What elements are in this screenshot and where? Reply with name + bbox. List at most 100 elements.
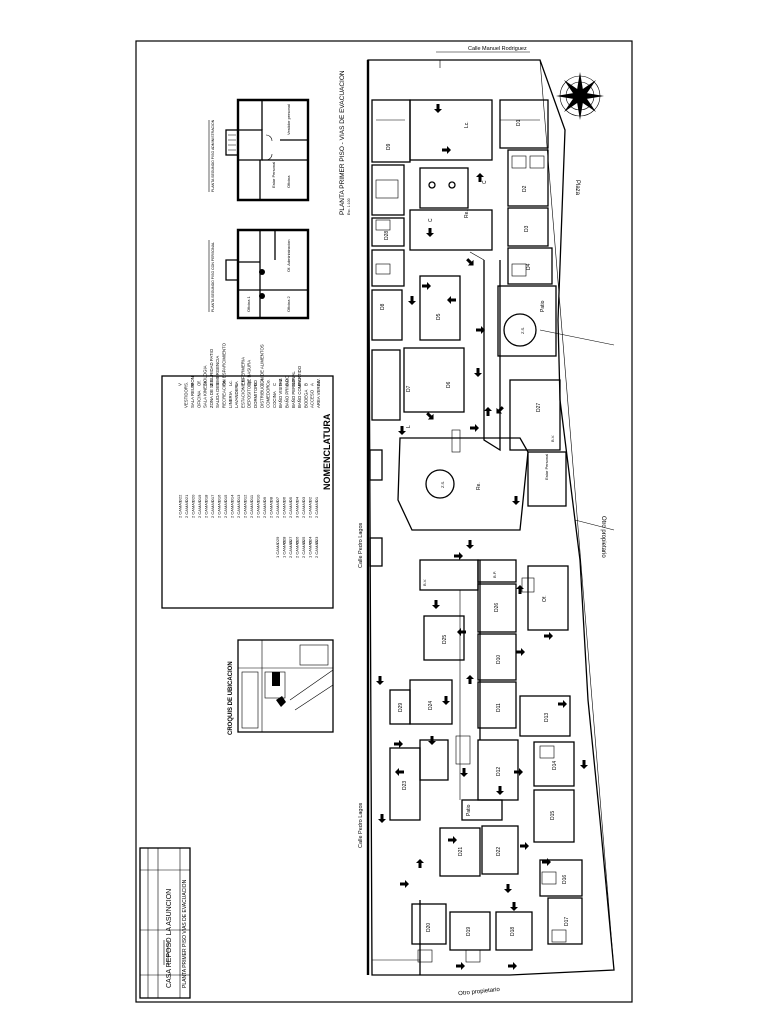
nomenclature-beds-a-16: 2 CAMAS: [210, 500, 215, 518]
nomenclature-table: NOMENCLATURA A.V.ABB.C.B.P.B.P.B.V.CCo.C…: [161, 342, 334, 609]
mini-plan-staff-caption: PLANTA SEGUNDO PISO CON PERSONAL: [211, 242, 215, 312]
nomenclature-code-5: B.P.: [285, 378, 290, 386]
evacuation-arrow-icon: [398, 426, 406, 435]
evacuation-arrow-icon: [442, 696, 450, 705]
nomenclature-room-b-6: D29: [275, 536, 280, 544]
nomenclature-room-a-16: D17: [210, 494, 215, 502]
evacuation-arrow-icon: [514, 768, 523, 776]
room-label-re1: Re.: [464, 210, 470, 218]
room-label-d15: D15: [550, 811, 556, 820]
neighbor-right-label: Otro propietario: [600, 516, 606, 558]
evacuation-arrow-icon: [454, 552, 463, 560]
evacuation-arrow-icon: [496, 406, 504, 414]
room-label-d2: D2: [522, 185, 528, 192]
nomenclature-meaning-2: BODEGA: [303, 389, 308, 408]
room-label-bv-lower: B.V.: [422, 579, 427, 586]
mini-plan-staff: Of. Administracion Oficina 2 Oficina 1 P…: [208, 228, 310, 320]
room-label-d11: D11: [496, 703, 502, 712]
nomenclature-meaning-1: ACCESO: [310, 389, 315, 408]
evacuation-arrow-icon: [376, 676, 384, 685]
evacuation-arrow-icon: [466, 540, 474, 549]
room-label-d1: D1: [516, 119, 522, 126]
nomenclature-room-a-19: D20: [191, 494, 196, 502]
evacuation-arrow-icon: [496, 786, 504, 795]
evacuation-arrow-icon: [434, 104, 442, 113]
nomenclature-meaning-7: COCINA: [272, 391, 277, 408]
plan-scale-note: Esc. 1:100: [347, 198, 351, 215]
nomenclature-room-b-3: D26: [295, 536, 300, 544]
nomenclature-room-a-1: D2: [308, 496, 313, 502]
room-label-bv: B.V.: [550, 435, 555, 442]
nomenclature-meaning-14: LINERIA: [228, 391, 233, 408]
nomenclature-code-10: D: [253, 383, 258, 386]
nomenclature-code-3: B.C.: [297, 378, 302, 386]
evacuation-arrow-icon: [504, 884, 512, 893]
nomenclature-beds-a-21: 2 CAMAS: [178, 500, 183, 518]
room-label-d29: D29: [398, 703, 404, 712]
mini-plan-staff-label-1: Of. Administracion: [286, 240, 291, 272]
evacuation-arrow-icon: [426, 412, 434, 420]
room-label-d6: D6: [446, 381, 452, 388]
nomenclature-beds-a-10: 2 CAMAS: [249, 500, 254, 518]
nomenclature-meaning-3: BAÑO COMPARTIDO: [297, 365, 302, 408]
evacuation-arrow-icon: [466, 258, 474, 266]
mini-plan-staff-label-3: Oficina 1: [246, 295, 251, 312]
nomenclature-room-a-21: D22: [178, 494, 183, 502]
nomenclature-beds-a-1: 2 CAMAS: [308, 500, 313, 518]
room-label-d25: D25: [442, 635, 448, 644]
room-label-patio-upper: Patio: [540, 300, 546, 312]
mini-plan-admin-label-1: Vestidor personal: [286, 104, 291, 135]
nomenclature-beds-a-7: 2 CAMAS: [269, 500, 274, 518]
nomenclature-code-8: Co.: [266, 379, 271, 386]
nomenclature-code-11: Dp: [247, 380, 252, 386]
evacuation-arrow-icon: [442, 146, 451, 154]
room-label-d24: D24: [428, 701, 434, 710]
nomenclature-beds-b-2: 2 CAMAS: [301, 540, 306, 558]
room-label-d22: D22: [496, 847, 502, 856]
evacuation-arrow-icon: [508, 962, 517, 970]
nomenclature-beds-a-6: 2 CAMAS: [275, 500, 280, 518]
nomenclature-meaning-8: COMEDOR: [266, 386, 271, 408]
nomenclature-beds-a-11: 2 CAMAS: [243, 500, 248, 518]
nomenclature-room-a-20: D21: [184, 494, 189, 502]
room-label-l: L: [406, 425, 412, 428]
nomenclature-code-14: Lc.: [228, 380, 233, 386]
nomenclature-beds-a-15: 2 CAMAS: [217, 500, 222, 518]
room-label-d26: D26: [494, 603, 500, 612]
room-label-d17: D17: [564, 917, 570, 926]
evacuation-arrow-icon: [516, 648, 525, 656]
street-middle-label: Calle Pedro Lagos: [358, 522, 364, 568]
room-label-d9: D9: [386, 143, 392, 150]
mini-plan-admin-label-3: Estar Personal: [271, 162, 276, 188]
courtyard-re-label: Re.: [476, 482, 482, 490]
nomenclature-code-21: S.: [184, 382, 189, 386]
nomenclature-beds-a-19: 2 CAMAS: [191, 500, 196, 518]
evacuation-arrow-icon: [394, 740, 403, 748]
sheet-border: [135, 40, 633, 1003]
nomenclature-room-a-4: D5: [288, 496, 293, 502]
nomenclature-beds-a-0: 2 CAMAS: [314, 500, 319, 518]
building-outline: [366, 59, 615, 976]
nomenclature-meaning-11: DEPOSITO DE BASURA: [247, 360, 252, 408]
nomenclature-code-19: Of.: [196, 380, 201, 386]
nomenclature-meaning-19: OFICINA: [196, 390, 201, 408]
location-sketch: CROQUIS DE UBICACION: [228, 639, 334, 735]
evacuation-arrow-icon: [474, 368, 482, 377]
nomenclature-room-a-2: D3: [301, 496, 306, 502]
nomenclature-meaning-13: LAVANDERIA: [234, 381, 239, 408]
nomenclature-meaning-5: BAÑO PRIVADO: [285, 375, 290, 408]
evacuation-arrow-icon: [476, 326, 485, 334]
plan-title: PLANTA PRIMER PISO - VIAS DE EVACUACION: [339, 70, 346, 215]
nomenclature-title: NOMENCLATURA: [322, 413, 332, 490]
nomenclature-beds-a-5: 2 CAMAS: [282, 500, 287, 518]
lower-wing: D10 D11 D12 D13 D14 D15 D16 D17 D18 D19 …: [372, 559, 583, 975]
title-block: CASA REPOSO LA ASUNCION PLANTA PRIMER PI…: [139, 847, 191, 999]
nomenclature-room-a-7: D8: [269, 496, 274, 502]
nomenclature-room-a-6: D7: [275, 496, 280, 502]
nomenclature-beds-b-5: 1 CAMAS: [282, 540, 287, 558]
